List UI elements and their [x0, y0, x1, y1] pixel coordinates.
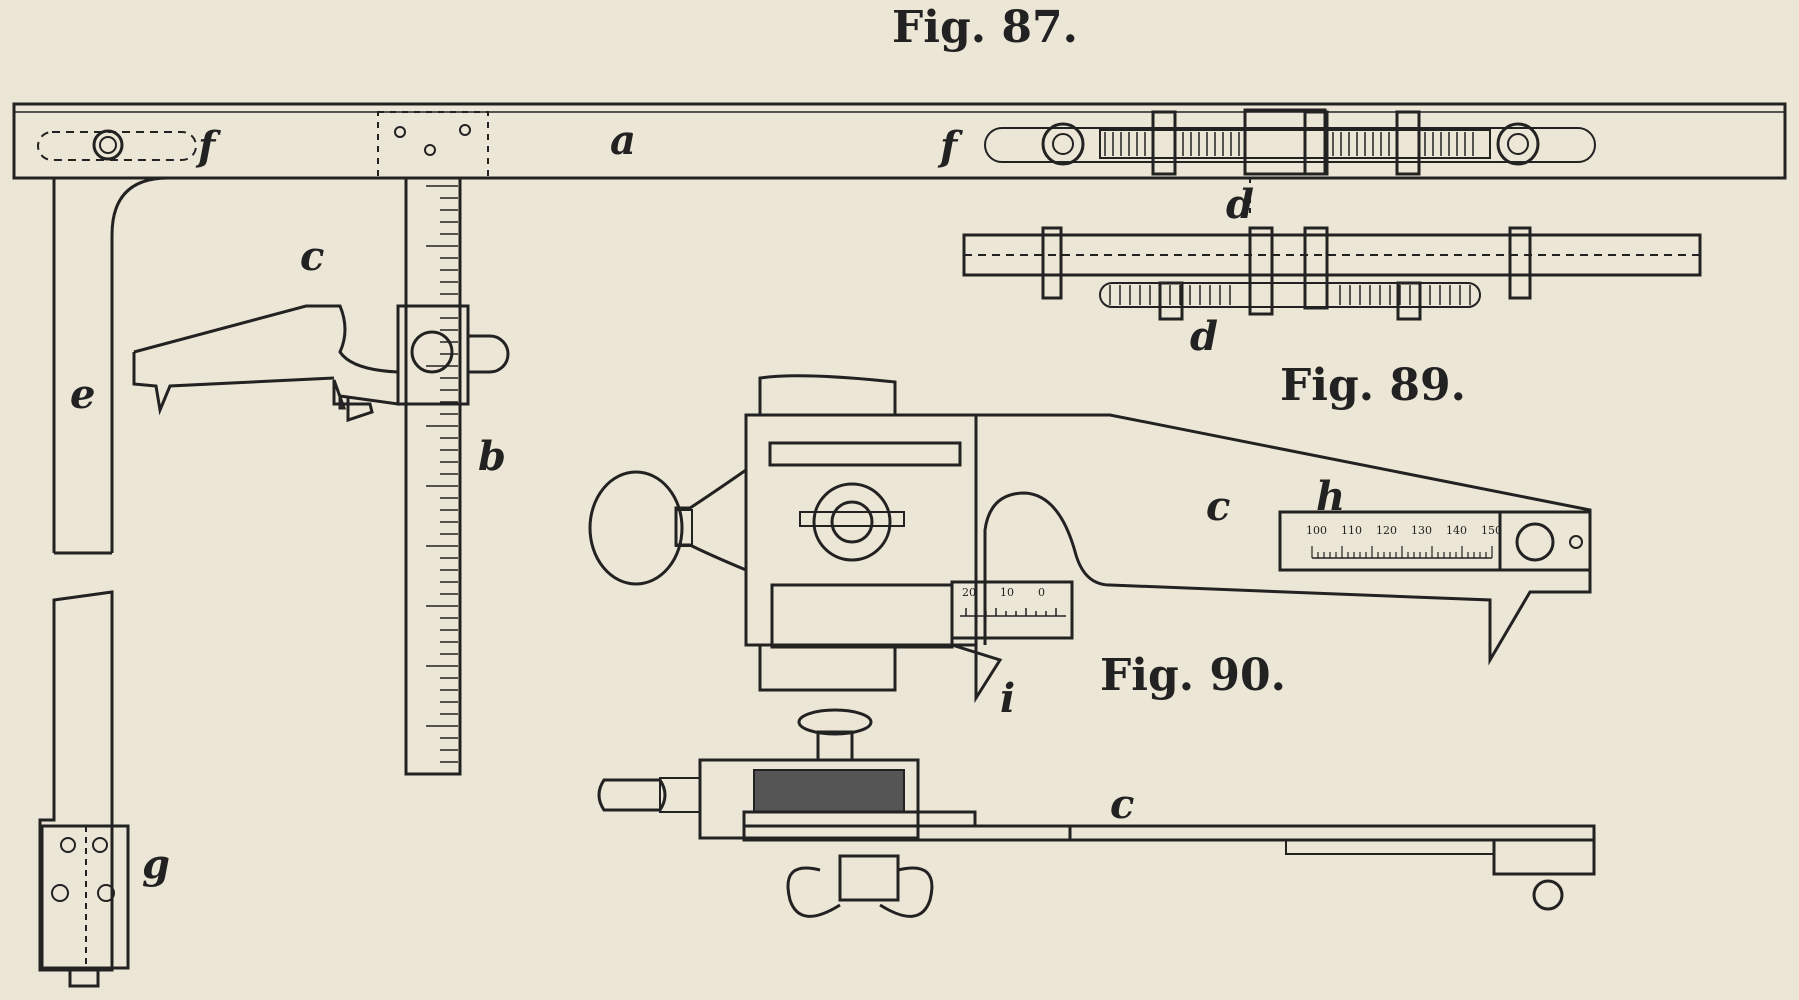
- fig89-bolt-2: [1248, 226, 1274, 316]
- side-arm: [742, 824, 1596, 842]
- scale-b: [404, 176, 462, 776]
- label-f-right: f: [937, 123, 963, 170]
- side-thread: [659, 777, 701, 813]
- vernier-label: 20: [962, 586, 976, 599]
- fig90-slot: [768, 441, 962, 467]
- scale-b-ticks: [426, 185, 458, 763]
- fig90-block: [744, 413, 978, 647]
- label-i: i: [1000, 675, 1015, 722]
- fig89-bolt-1: [1041, 226, 1063, 300]
- collar-3: [1395, 110, 1421, 176]
- rivet-1: [394, 126, 406, 138]
- center-block: [1243, 108, 1327, 176]
- slider-knob-hole: [410, 330, 454, 374]
- side-top-stem: [816, 730, 854, 762]
- collar-1: [1151, 110, 1177, 176]
- side-nut: [838, 854, 900, 902]
- fig90-ring-inner: [830, 500, 874, 544]
- nut-right-2-inner: [1507, 133, 1529, 155]
- nut-right-1-inner: [1052, 133, 1074, 155]
- screw-left-inner: [99, 136, 117, 154]
- side-top-knob: [797, 708, 873, 736]
- label-b: b: [478, 433, 506, 480]
- fig90-crossbar: [799, 511, 905, 527]
- fig89-bolt-3: [1303, 226, 1329, 310]
- fig90-post-top: [758, 374, 897, 415]
- slot-left: [37, 131, 197, 161]
- fig89-bolt-4: [1508, 226, 1532, 300]
- fig90-point-i: [951, 643, 1003, 704]
- fig90-knob-thread: [675, 509, 693, 547]
- label-c-side: c: [1110, 781, 1134, 828]
- scale-h-labels: 100 110 120 130 140 150: [1306, 524, 1502, 537]
- fig90-vernier-scale: [950, 580, 1074, 640]
- fig89-thread: [1099, 282, 1481, 308]
- rivet-3: [459, 124, 471, 136]
- scale-h-label: 130: [1411, 524, 1432, 537]
- label-a: a: [610, 117, 636, 164]
- fig89-title: Fig. 89.: [1280, 360, 1466, 411]
- bar-a: [12, 102, 1787, 180]
- vernier-label: 10: [1000, 586, 1014, 599]
- fig90-post-bottom: [758, 645, 897, 692]
- label-h: h: [1316, 473, 1345, 520]
- slot-right: [984, 127, 1596, 163]
- thread-d: [1099, 129, 1491, 159]
- foot-hole-3: [51, 884, 69, 902]
- thumb-screw: [468, 334, 510, 374]
- nut-right-2: [1496, 122, 1540, 166]
- scale-h-label: 110: [1341, 524, 1362, 537]
- fig90-arm-c: [976, 413, 1592, 666]
- fig90-tip-pin: [1569, 535, 1583, 549]
- side-tip: [1492, 838, 1596, 876]
- jaw-c: [132, 304, 400, 423]
- label-e: e: [70, 371, 95, 418]
- leg-g: [38, 590, 114, 972]
- fig90-tip-block: [1498, 510, 1592, 572]
- scale-h-label: 140: [1446, 524, 1467, 537]
- foot-hole-2: [92, 837, 108, 853]
- label-c-fig87: c: [300, 233, 324, 280]
- fig90-scale-h-ticks: [1311, 546, 1493, 558]
- rivet-2: [424, 144, 436, 156]
- fig90-ring: [812, 482, 892, 562]
- nut-right-1: [1041, 122, 1085, 166]
- fig87-title: Fig. 87.: [892, 2, 1078, 53]
- screw-left: [92, 129, 124, 161]
- foot-pin: [68, 966, 100, 988]
- fig89-collar-1: [1158, 281, 1184, 321]
- fig89-collar-2: [1396, 281, 1422, 321]
- label-f-left: f: [195, 123, 221, 170]
- fig90-tip-hole: [1515, 522, 1555, 562]
- side-tip-ball: [1532, 879, 1564, 911]
- fig90-neck: [674, 468, 747, 572]
- label-c-fig90: c: [1206, 483, 1230, 530]
- side-hatched: [753, 769, 905, 813]
- label-d-fig89: d: [1190, 313, 1218, 360]
- vernier-label: 0: [1038, 586, 1045, 599]
- leg-e: [52, 176, 169, 553]
- side-wing-nut: [786, 866, 934, 918]
- label-d-fig87: d: [1226, 181, 1254, 228]
- fig90-knob: [588, 470, 684, 586]
- scale-h-label: 120: [1376, 524, 1397, 537]
- slider-block: [396, 304, 470, 406]
- foot-hole-1: [60, 837, 76, 853]
- fig90-title: Fig. 90.: [1100, 650, 1286, 701]
- label-g: g: [142, 841, 170, 888]
- vernier-labels: 20 10 0: [962, 586, 1045, 599]
- scale-h-label: 150: [1481, 524, 1502, 537]
- foot-hole-4: [97, 884, 115, 902]
- collar-2: [1303, 110, 1329, 176]
- scale-h-label: 100: [1306, 524, 1327, 537]
